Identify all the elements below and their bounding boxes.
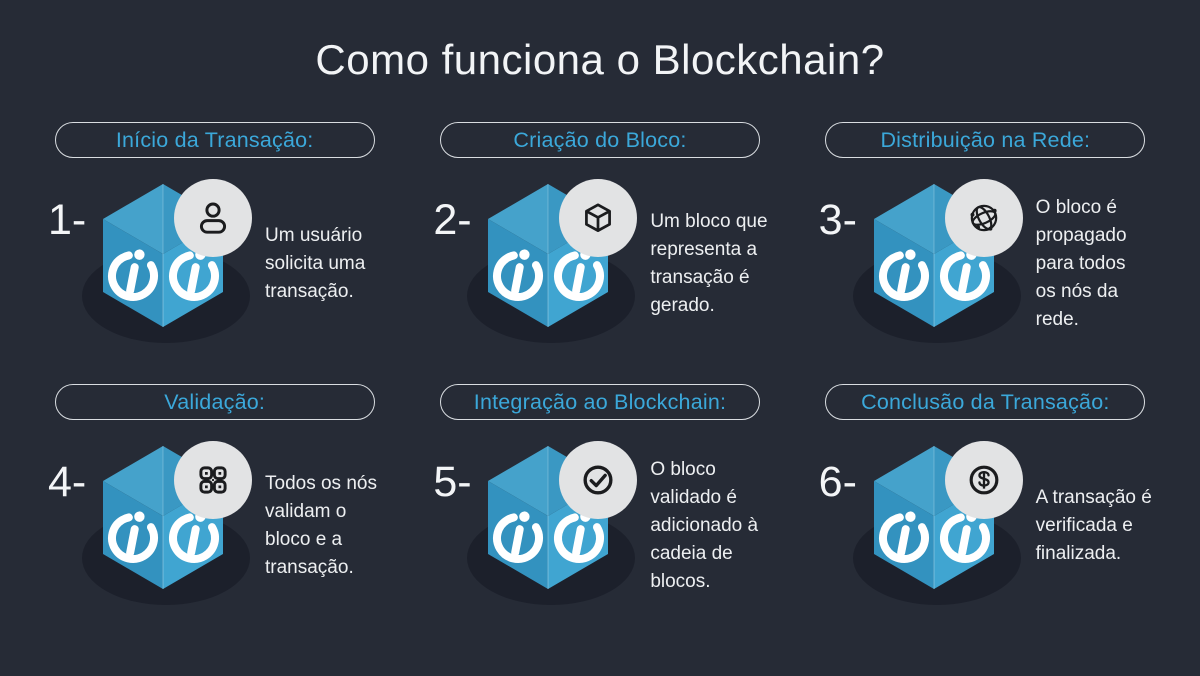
step-6-number: 6-	[818, 458, 857, 506]
step-5-number: 5-	[433, 458, 472, 506]
step-3-description: O bloco é propagado para todos os nós da…	[1035, 197, 1127, 330]
step-6-badge	[944, 441, 1023, 519]
blockchain-cube-illustration	[834, 438, 1034, 628]
check-circle-icon	[583, 465, 613, 495]
blockchain-cube-illustration	[448, 438, 648, 628]
dollar-circle-icon	[969, 465, 999, 495]
step-3-badge	[944, 179, 1023, 257]
step-4-description: Todos os nós validam o bloco e a transaç…	[265, 473, 377, 578]
step-3-number: 3-	[818, 196, 857, 244]
steps-grid: Início da Transação: 1-	[0, 122, 1200, 632]
step-2-description: Um bloco que representa a transação é ge…	[650, 211, 768, 316]
step-2: Criação do Bloco: 2-	[407, 122, 792, 370]
step-3: Distribuição na Rede: 3-	[793, 122, 1178, 370]
user-icon	[199, 202, 227, 234]
step-6-label-pill: Conclusão da Transação:	[825, 384, 1146, 420]
step-1-badge	[174, 179, 252, 257]
step-5-description: O bloco validado é adicionado à cadeia d…	[650, 459, 759, 592]
step-1: Início da Transação: 1-	[22, 122, 407, 370]
page-title: Como funciona o Blockchain?	[315, 36, 885, 83]
step-1-label-pill: Início da Transação:	[54, 122, 375, 158]
step-5-label-pill: Integração ao Blockchain:	[439, 384, 760, 420]
step-6-description: A transação é verificada e finalizada.	[1035, 487, 1152, 564]
step-4-number: 4-	[48, 458, 87, 506]
step-5: Integração ao Blockchain: 5-	[407, 384, 792, 632]
blockchain-cube-illustration	[63, 176, 263, 366]
blockchain-cube-illustration	[63, 438, 263, 628]
qr-code-icon	[199, 466, 227, 494]
step-3-label-pill: Distribuição na Rede:	[825, 122, 1146, 158]
step-4-badge	[174, 441, 252, 519]
blockchain-cube-illustration	[834, 176, 1034, 366]
network-globe-icon	[970, 204, 997, 232]
step-2-label-pill: Criação do Bloco:	[439, 122, 760, 158]
blockchain-cube-illustration	[448, 176, 648, 366]
cube-logo-graphic	[63, 176, 263, 366]
step-5-badge	[559, 441, 638, 519]
step-6: Conclusão da Transação: 6-	[793, 384, 1178, 632]
step-1-description: Um usuário solicita uma transação.	[265, 225, 366, 302]
step-2-badge	[559, 179, 638, 257]
block-cube-icon	[585, 203, 612, 232]
step-1-number: 1-	[48, 196, 87, 244]
step-2-number: 2-	[433, 196, 472, 244]
infographic-page: Como funciona o Blockchain? Início da Tr…	[0, 36, 1200, 676]
step-4: Validação: 4-	[22, 384, 407, 632]
step-4-label-pill: Validação:	[54, 384, 375, 420]
